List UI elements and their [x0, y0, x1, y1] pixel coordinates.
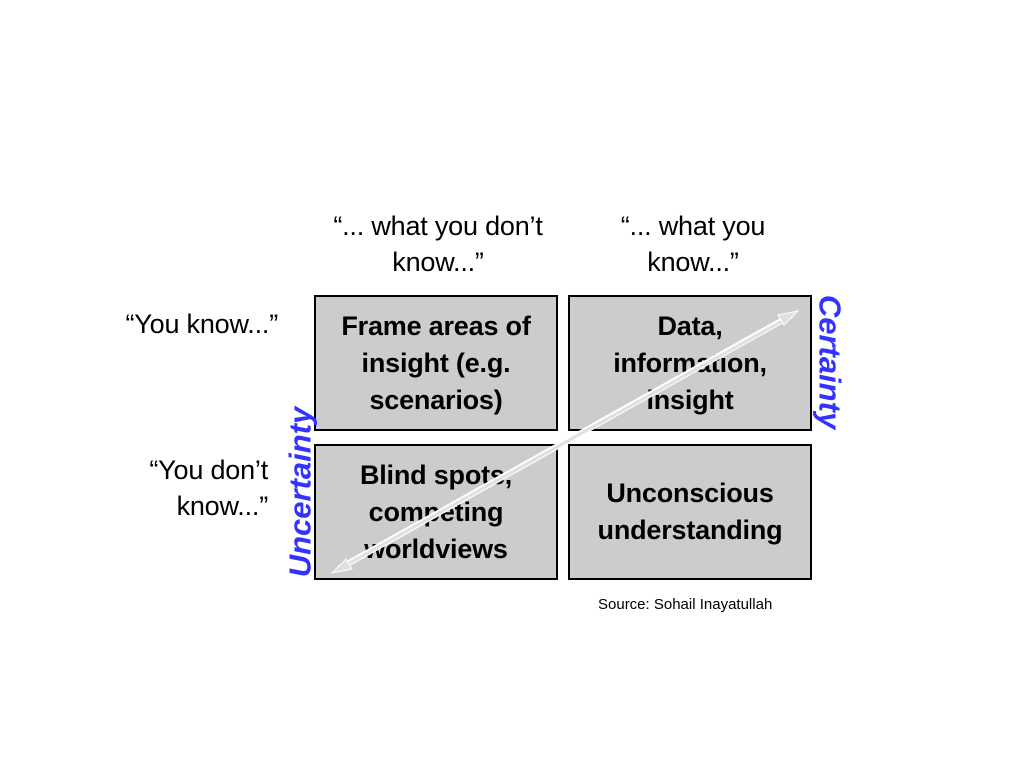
- column-header-dont-know-line-2: know...”: [392, 247, 484, 277]
- quadrant-bottom-left: Blind spots, competing worldviews: [314, 444, 558, 580]
- axis-label-certainty: Certainty: [812, 294, 848, 430]
- column-header-know: “... what you know...”: [578, 208, 808, 280]
- row-header-you-dont-know-line-1: “You don’t: [149, 455, 268, 485]
- row-header-you-dont-know: “You don’t know...”: [70, 452, 268, 524]
- axis-label-uncertainty: Uncertainty: [282, 406, 318, 578]
- row-header-you-dont-know-line-2: know...”: [176, 491, 269, 521]
- quadrant-top-left: Frame areas of insight (e.g. scenarios): [314, 295, 558, 431]
- quadrant-bottom-left-text: Blind spots, competing worldviews: [359, 459, 513, 564]
- source-caption: Source: Sohail Inayatullah: [598, 596, 773, 613]
- quadrant-bottom-right-text: Unconscious understanding: [597, 478, 783, 545]
- column-header-know-line-1: “... what you: [620, 211, 766, 241]
- row-header-you-know-line-1: “You know...”: [125, 309, 279, 339]
- quadrant-bottom-right: Unconscious understanding: [568, 444, 812, 580]
- quadrant-top-left-text: Frame areas of insight (e.g. scenarios): [341, 310, 531, 415]
- quadrant-top-right-text: Data, information, insight: [613, 310, 767, 415]
- column-header-know-line-2: know...”: [647, 247, 739, 277]
- row-header-you-know: “You know...”: [70, 306, 279, 342]
- column-header-dont-know: “... what you don’t know...”: [308, 208, 568, 280]
- column-header-dont-know-line-1: “... what you don’t: [333, 211, 543, 241]
- quadrant-top-right: Data, information, insight: [568, 295, 812, 431]
